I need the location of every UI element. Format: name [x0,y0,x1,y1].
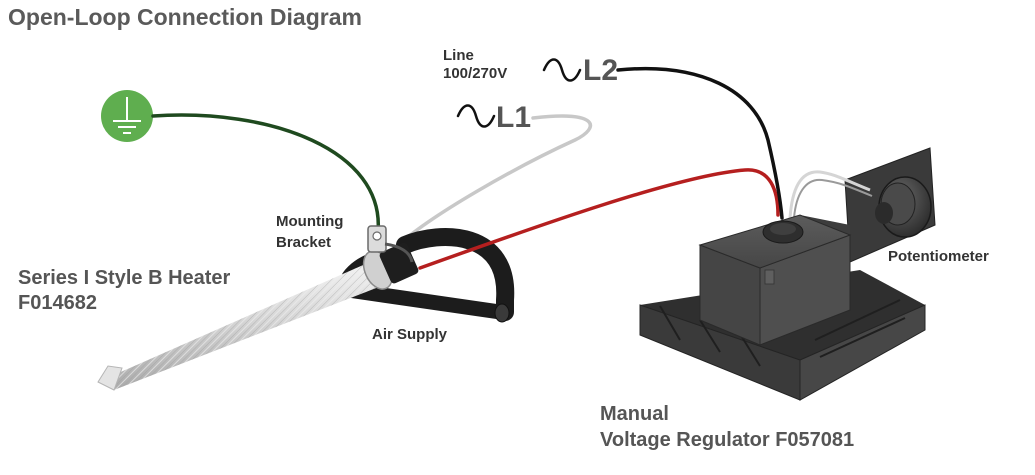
mounting-bracket-line2: Bracket [276,234,332,251]
regulator-line2: Voltage Regulator F057081 [600,429,855,451]
ac-l2-icon [542,58,582,82]
l2-wire [616,66,784,220]
heater-icon [97,225,419,391]
l1-wire [393,114,593,250]
ac-l1-icon [456,104,496,128]
potentiometer-label: Potentiometer [888,248,989,265]
heater-name: Series I Style B Heater [18,267,231,289]
diagram-title: Open-Loop Connection Diagram [8,4,362,30]
heater-label: Series I Style B Heater F014682 [18,266,230,316]
air-supply-label: Air Supply [372,326,448,343]
ground-wire [151,113,380,234]
regulator-line1: Manual [600,403,669,425]
potentiometer-icon [788,147,936,263]
mounting-bracket-line1: Mounting [276,213,344,230]
heater-part-number: F014682 [18,292,97,314]
ground-icon [101,90,153,142]
line-supply-voltage: 100/270V [443,65,508,82]
regulator-label: Manual Voltage Regulator F057081 [600,401,854,453]
hot-wire [418,168,780,270]
mounting-bracket-label: Mounting Bracket [276,211,343,253]
l2-label: L2 [583,54,619,87]
l1-label: L1 [496,101,532,134]
line-supply-label: Line 100/270V [443,47,507,83]
line-supply-label-line1: Line [443,47,474,64]
regulator-icon [639,214,926,401]
